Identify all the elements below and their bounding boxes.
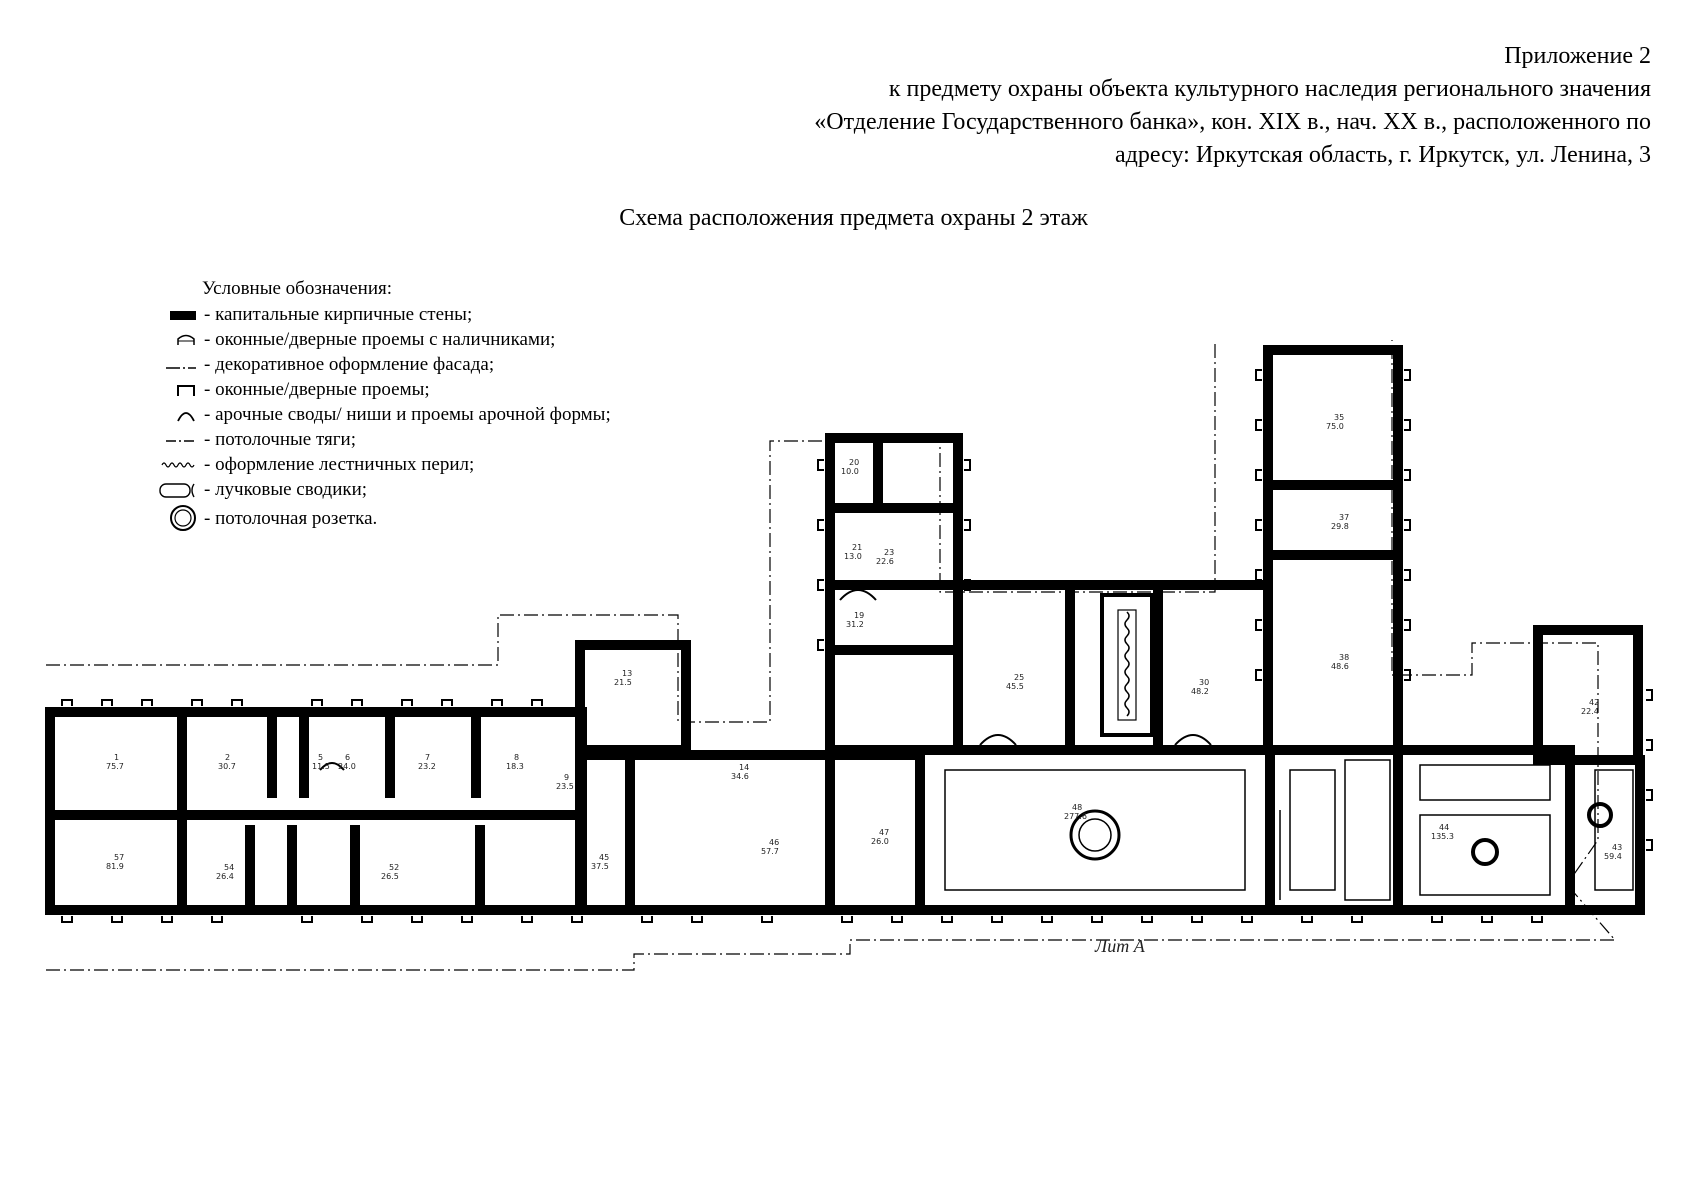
legend-item: - потолочная розетка. [140, 502, 611, 534]
legend-item-label: - потолочная розетка. [204, 507, 378, 529]
opening-icon [140, 377, 204, 402]
capital-wall-icon [140, 302, 204, 327]
legend-item: - оформление лестничных перил; [140, 452, 611, 477]
capital-walls [45, 345, 1645, 915]
partitions [944, 759, 1634, 901]
scheme-title: Схема расположения предмета охраны 2 эта… [619, 205, 1088, 231]
appendix-number: Приложение 2 [1504, 43, 1651, 69]
stair-railing [1100, 593, 1154, 737]
legend-title: Условные обозначения: [202, 278, 393, 299]
facade-decor-icon [140, 352, 204, 377]
ceiling-rosettes [1069, 802, 1613, 866]
legend-item: - декоративное оформление фасада; [140, 352, 611, 377]
window-openings [61, 369, 1653, 923]
legend-item: - оконные/дверные проемы; [140, 377, 611, 402]
legend-item-label: - оконные/дверные проемы; [204, 379, 430, 400]
legend-item: - оконные/дверные проемы с наличниками; [140, 327, 611, 352]
facade-outline [46, 340, 1617, 971]
legend-item: - лучковые сводики; [140, 477, 611, 502]
bow-vault-icon [140, 477, 204, 502]
header-line-3: «Отделение Государственного банка», кон.… [814, 109, 1651, 135]
arch-icon [140, 402, 204, 427]
legend-item-label: - лучковые сводики; [204, 479, 368, 500]
legend-item-label: - потолочные тяги; [204, 429, 356, 450]
framed-opening-icon [140, 327, 204, 352]
document-header: Приложение 2 к предмету охраны объекта к… [451, 40, 1651, 172]
legend-item: - арочные своды/ ниши и проемы арочной ф… [140, 402, 611, 427]
legend: Условные обозначения: - капитальные кирп… [140, 276, 611, 534]
legend-item-label: - капитальные кирпичные стены; [204, 304, 473, 325]
legend-item-label: - декоративное оформление фасада; [204, 354, 495, 375]
legend-item: - потолочные тяги; [140, 427, 611, 452]
litera-label: Лит А [1094, 936, 1146, 956]
header-line-2: к предмету охраны объекта культурного на… [888, 76, 1651, 102]
ceiling-rod-icon [140, 427, 204, 452]
arches [319, 589, 1212, 771]
legend-item: - капитальные кирпичные стены; [140, 302, 611, 327]
stair-railing-icon [140, 452, 204, 477]
legend-item-label: - арочные своды/ ниши и проемы арочной ф… [204, 404, 611, 425]
header-line-4: адресу: Иркутская область, г. Иркутск, у… [1115, 142, 1651, 168]
legend-item-label: - оконные/дверные проемы с наличниками; [204, 329, 556, 350]
legend-item-label: - оформление лестничных перил; [204, 454, 475, 475]
ceiling-rosette-icon [140, 502, 204, 534]
